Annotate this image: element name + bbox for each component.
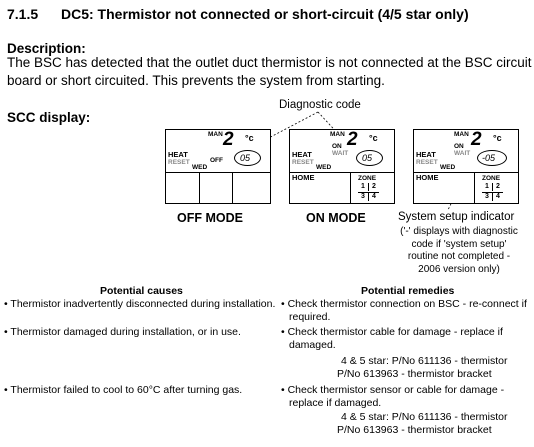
remedy-item: • Check thermistor connection on BSC - r… bbox=[281, 298, 527, 324]
scc-display-heading: SCC display: bbox=[7, 110, 91, 125]
description-line-1: The BSC has detected that the outlet duc… bbox=[7, 55, 532, 70]
zone-3: 3 bbox=[482, 192, 492, 201]
code-circle bbox=[477, 150, 507, 166]
part-number-list: 4 & 5 star: P/No 611136 - thermistor P/N… bbox=[337, 411, 508, 437]
display-cell-divider bbox=[199, 172, 200, 203]
on-label: ON bbox=[332, 143, 342, 150]
heat-label: HEAT bbox=[292, 150, 312, 159]
reset-label: RESET bbox=[416, 159, 438, 166]
display-cell-divider bbox=[232, 172, 233, 203]
note-line: code if 'system setup' bbox=[411, 238, 507, 250]
cause-item: • Thermistor damaged during installation… bbox=[4, 326, 241, 338]
zone-grid: 1 2 3 4 bbox=[358, 183, 379, 201]
scc-display-off: MAN 2 °c HEAT RESET OFF WED 05 bbox=[165, 129, 271, 204]
off-mode-label: OFF MODE bbox=[177, 211, 243, 225]
off-label: OFF bbox=[210, 157, 223, 164]
zone-grid: 1 2 3 4 bbox=[482, 183, 503, 201]
display-divider bbox=[414, 172, 518, 173]
display-divider bbox=[166, 172, 270, 173]
wait-label: WAIT bbox=[454, 150, 471, 157]
display-number: 2 bbox=[223, 129, 234, 150]
section-number: 7.1.5 bbox=[7, 6, 39, 22]
part-line: P/No 613963 - thermistor bracket bbox=[337, 368, 492, 380]
reset-label: RESET bbox=[292, 159, 314, 166]
part-line: 4 & 5 star: P/No 611136 - thermistor bbox=[341, 411, 508, 423]
display-number: 2 bbox=[471, 129, 482, 150]
reset-label: RESET bbox=[168, 159, 190, 166]
part-line: P/No 613963 - thermistor bracket bbox=[337, 424, 492, 436]
scc-display-setup: MAN 2 °c ON WAIT HEAT RESET WED -05 HOME… bbox=[413, 129, 519, 204]
note-line: routine not completed - bbox=[407, 251, 511, 262]
part-line: 4 & 5 star: P/No 611136 - thermistor bbox=[341, 355, 508, 367]
remedy-line: replace if damaged. bbox=[289, 397, 382, 409]
remedy-line: damaged. bbox=[289, 339, 336, 351]
code-circle bbox=[234, 150, 261, 166]
system-setup-indicator-callout: System setup indicator bbox=[398, 211, 515, 223]
degree-unit: °c bbox=[245, 133, 254, 143]
home-label: HOME bbox=[416, 173, 439, 182]
zone-2: 2 bbox=[492, 183, 503, 191]
zone-2: 2 bbox=[368, 183, 379, 191]
part-number-list: 4 & 5 star: P/No 611136 - thermistor P/N… bbox=[337, 355, 508, 381]
degree-unit: °c bbox=[369, 133, 378, 143]
zone-1: 1 bbox=[361, 183, 365, 190]
wed-label: WED bbox=[316, 164, 332, 171]
cause-item: • Thermistor failed to cool to 60°C afte… bbox=[4, 384, 243, 396]
heat-label: HEAT bbox=[168, 150, 188, 159]
man-label: MAN bbox=[330, 131, 345, 138]
wed-label: WED bbox=[192, 164, 208, 171]
section-title: DC5: Thermistor not connected or short-c… bbox=[61, 6, 469, 22]
wed-label: WED bbox=[440, 164, 456, 171]
diagnostic-code: 05 bbox=[240, 153, 251, 163]
wait-label: WAIT bbox=[332, 150, 349, 157]
home-label: HOME bbox=[292, 173, 315, 182]
remedy-item: • Check thermistor sensor or cable for d… bbox=[281, 384, 504, 410]
on-label: ON bbox=[454, 143, 464, 150]
remedy-line: • Check thermistor sensor or cable for d… bbox=[281, 384, 505, 396]
cause-item: • Thermistor inadvertently disconnected … bbox=[4, 298, 276, 310]
on-mode-label: ON MODE bbox=[306, 211, 366, 225]
code-circle bbox=[356, 150, 383, 166]
system-setup-note: ('-' displays with diagnostic code if 's… bbox=[400, 226, 518, 276]
remedy-item: • Check thermistor cable for damage - re… bbox=[281, 326, 503, 352]
degree-unit: °c bbox=[493, 133, 502, 143]
man-label: MAN bbox=[454, 131, 469, 138]
zone-4: 4 bbox=[492, 192, 503, 201]
diagnostic-code: -05 bbox=[482, 153, 496, 163]
description-line-2: board or short circuited. This prevents … bbox=[7, 73, 385, 88]
zone-4: 4 bbox=[368, 192, 379, 201]
diagnostic-code: 05 bbox=[362, 153, 373, 163]
zone-label: ZONE bbox=[358, 175, 377, 182]
display-cell-divider bbox=[350, 172, 351, 203]
remedy-line: required. bbox=[289, 311, 331, 323]
remedy-line: • Check thermistor cable for damage - re… bbox=[281, 326, 503, 338]
zone-3: 3 bbox=[358, 192, 368, 201]
zone-1: 1 bbox=[485, 183, 489, 190]
note-line: 2006 version only) bbox=[418, 263, 500, 275]
description-heading: Description: bbox=[7, 41, 86, 56]
diagnostic-code-callout: Diagnostic code bbox=[279, 99, 361, 111]
remedies-header: Potential remedies bbox=[361, 285, 455, 297]
heat-label: HEAT bbox=[416, 150, 436, 159]
remedy-line: • Check thermistor connection on BSC - r… bbox=[281, 298, 527, 310]
display-cell-divider bbox=[474, 172, 475, 203]
man-label: MAN bbox=[208, 131, 223, 138]
note-line: ('-' displays with diagnostic bbox=[400, 226, 518, 237]
display-divider bbox=[290, 172, 394, 173]
zone-label: ZONE bbox=[482, 175, 501, 182]
scc-display-on: MAN 2 °c ON WAIT HEAT RESET WED 05 HOME … bbox=[289, 129, 395, 204]
causes-header: Potential causes bbox=[100, 285, 183, 297]
display-number: 2 bbox=[347, 129, 358, 150]
